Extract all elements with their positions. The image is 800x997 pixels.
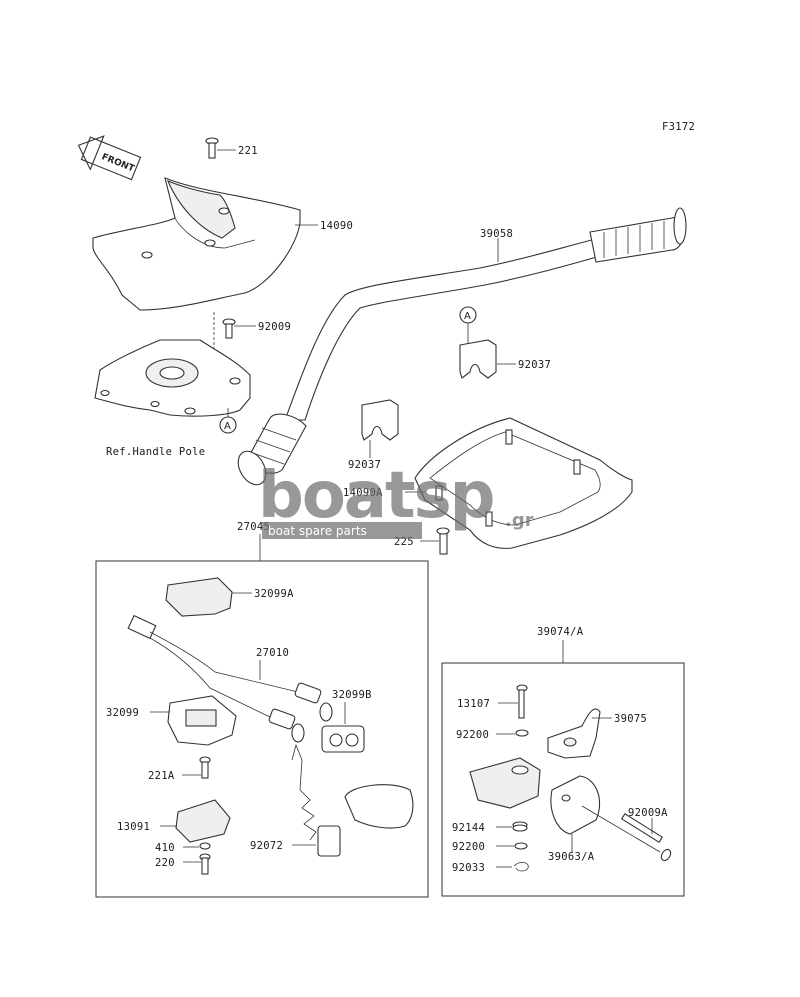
- lever-39075: [547, 708, 612, 759]
- clamp-92037-lower: [361, 399, 399, 458]
- handlebar-39058: [237, 207, 687, 486]
- screw-221A: [182, 756, 211, 779]
- screw-221: [205, 137, 236, 159]
- part-label-221A: 221A: [148, 770, 175, 782]
- callout-a-left: A: [219, 416, 237, 434]
- lanyard-clip-92072: [291, 743, 414, 857]
- part-label-27010: 27010: [256, 647, 289, 659]
- part-label-92009: 92009: [258, 321, 291, 333]
- svg-text:A: A: [224, 421, 231, 432]
- part-label-14090A: 14090A: [343, 487, 383, 499]
- watermark-logo: boatsp .gr boat spare parts: [258, 459, 534, 539]
- screw-92009A: [581, 805, 672, 862]
- switch-harness-27010: [127, 614, 333, 743]
- cover-39063: [550, 775, 601, 852]
- part-label-13091: 13091: [117, 821, 150, 833]
- diagram-code: F3172: [662, 121, 695, 133]
- svg-text:boatsp: boatsp: [258, 459, 493, 533]
- part-label-32099A: 32099A: [254, 588, 294, 600]
- part-label-92037-upper: 92037: [518, 359, 551, 371]
- front-arrow-icon: FRONT: [77, 135, 142, 181]
- svg-text:A: A: [464, 311, 471, 322]
- assembly-box-39074: [441, 662, 685, 897]
- bracket-13091: [160, 799, 231, 843]
- part-label-92072: 92072: [250, 840, 283, 852]
- part-label-92033: 92033: [452, 862, 485, 874]
- part-label-92200-lower: 92200: [452, 841, 485, 853]
- part-label-92037-lower: 92037: [348, 459, 381, 471]
- part-label-221: 221: [238, 145, 258, 157]
- snap-ring-92033: [496, 862, 529, 872]
- lower-cover-14090A: [405, 417, 633, 549]
- part-label-39058: 39058: [480, 228, 513, 240]
- bolt-225: [420, 527, 450, 555]
- spring-92144: [496, 821, 528, 832]
- pin-13107: [498, 684, 528, 719]
- part-label-92200-upper: 92200: [456, 729, 489, 741]
- part-label-14090: 14090: [320, 220, 353, 232]
- ref-handle-pole-note: Ref.Handle Pole: [106, 446, 205, 458]
- assembly-box-27045: [95, 560, 429, 898]
- throttle-body: [469, 757, 541, 809]
- part-label-27045: 27045: [237, 521, 270, 533]
- handle-cover-14090: [92, 177, 318, 311]
- clamp-32099B: [321, 702, 365, 753]
- cover-32099A: [165, 577, 252, 617]
- part-label-39075: 39075: [614, 713, 647, 725]
- handle-pole-plate: [94, 339, 251, 418]
- washer-92200-upper: [496, 729, 529, 737]
- washer-410: [183, 842, 211, 850]
- part-label-32099: 32099: [106, 707, 139, 719]
- part-label-92144: 92144: [452, 822, 485, 834]
- svg-text:.gr: .gr: [505, 510, 534, 531]
- washer-92200-lower: [496, 842, 528, 850]
- part-label-410: 410: [155, 842, 175, 854]
- part-label-39063: 39063/A: [548, 851, 595, 863]
- part-label-32099B: 32099B: [332, 689, 372, 701]
- switch-housing-32099: [150, 695, 237, 746]
- part-label-39074: 39074/A: [537, 626, 584, 638]
- screw-220: [183, 853, 211, 875]
- part-label-13107: 13107: [457, 698, 490, 710]
- clamp-92037-upper: A: [459, 306, 516, 379]
- svg-text:boat spare parts: boat spare parts: [268, 524, 367, 538]
- part-label-220: 220: [155, 857, 175, 869]
- part-label-92009A: 92009A: [628, 807, 668, 819]
